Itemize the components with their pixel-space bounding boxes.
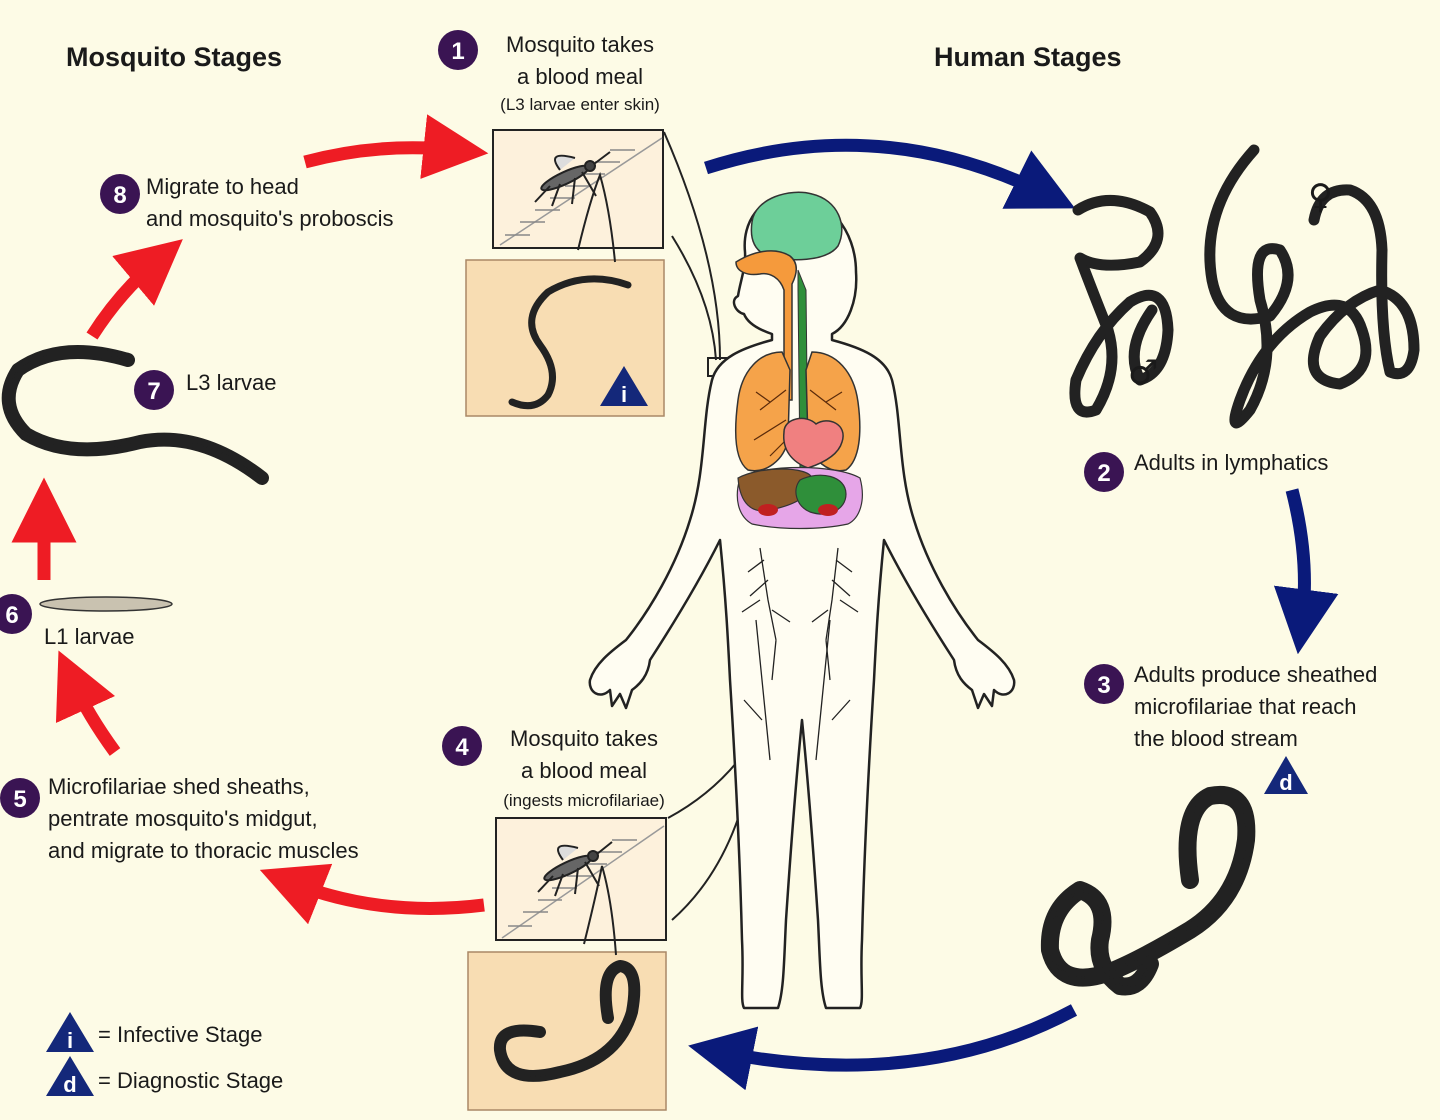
step-3-line-3: the blood stream <box>1134 726 1298 751</box>
step-1-number: 1 <box>451 38 464 65</box>
step-6-marker: 6 <box>0 594 32 634</box>
step-4-number: 4 <box>455 734 469 761</box>
step-1-label: Mosquito takes a blood meal (L3 larvae e… <box>500 32 660 114</box>
step-2-label: Adults in lymphatics <box>1134 450 1328 475</box>
mosquito-stages-header: Mosquito Stages <box>66 42 282 72</box>
brain-organ <box>750 191 843 261</box>
arrow-3-to-4 <box>688 1004 1078 1091</box>
human-body-figure <box>588 191 1016 1010</box>
step-2-number: 2 <box>1097 460 1110 487</box>
step-8-marker: 8 <box>100 174 140 214</box>
step-1-note: (L3 larvae enter skin) <box>500 95 660 114</box>
left-lung <box>734 351 791 472</box>
arrow-2-to-3 <box>1273 488 1339 655</box>
infective-stage-marker: i <box>600 366 648 407</box>
kidney-right <box>818 504 838 516</box>
lymphatic-vessels <box>741 547 859 761</box>
legend-diagnostic-letter: d <box>63 1072 76 1097</box>
step-5-label: Microfilariae shed sheaths, pentrate mos… <box>48 774 359 863</box>
legend: i = Infective Stage d = Diagnostic Stage <box>46 1012 283 1097</box>
step-4-label: Mosquito takes a blood meal (ingests mic… <box>503 726 665 810</box>
step-5-line-2: pentrate mosquito's midgut, <box>48 806 318 831</box>
step-4-line-2: a blood meal <box>521 758 647 783</box>
step-8-number: 8 <box>113 182 126 209</box>
step-3-label: Adults produce sheathed microfilariae th… <box>1134 662 1377 751</box>
step-8-label: Migrate to head and mosquito's proboscis <box>146 174 394 231</box>
l1-larva-drawing <box>39 596 173 612</box>
legend-diagnostic: d = Diagnostic Stage <box>46 1056 283 1097</box>
step-5-number: 5 <box>13 786 26 813</box>
female-symbol: ♀ <box>1308 177 1333 217</box>
mosquito-cycle-arrows <box>11 114 489 925</box>
heart-organ <box>783 417 844 469</box>
step-2-marker: 2 <box>1084 452 1124 492</box>
step-markers: 1 2 3 4 5 6 7 8 <box>0 30 1124 818</box>
diagnostic-stage-marker: d <box>1264 756 1308 795</box>
step-3-number: 3 <box>1097 672 1110 699</box>
step-4-marker: 4 <box>442 726 482 766</box>
step-5-marker: 5 <box>0 778 40 818</box>
step-3-line-2: microfilariae that reach <box>1134 694 1357 719</box>
step-5-line-3: and migrate to thoracic muscles <box>48 838 359 863</box>
mosquito-bite-inset-bottom <box>495 817 667 941</box>
mosquito-bite-inset-top <box>492 129 664 249</box>
legend-diagnostic-text: = Diagnostic Stage <box>98 1068 283 1093</box>
infective-marker-letter: i <box>621 382 627 407</box>
step-1-line-2: a blood meal <box>517 64 643 89</box>
male-symbol: ♂ <box>1128 353 1158 393</box>
legend-infective-letter: i <box>67 1028 73 1053</box>
sheathed-microfilaria <box>1040 785 1256 996</box>
step-1-line-1: Mosquito takes <box>506 32 654 57</box>
legend-infective-text: = Infective Stage <box>98 1022 263 1047</box>
body-outline <box>588 194 1016 1010</box>
step-7-label: L3 larvae <box>186 370 277 395</box>
step-4-note: (ingests microfilariae) <box>503 791 665 810</box>
arrow-4-to-5 <box>259 863 485 925</box>
microfilaria-inset <box>467 951 667 1111</box>
arrow-8-to-1 <box>303 114 489 179</box>
diagnostic-marker-letter: d <box>1279 770 1292 795</box>
step-8-line-2: and mosquito's proboscis <box>146 206 394 231</box>
step-1-marker: 1 <box>438 30 478 70</box>
kidney-left <box>758 504 778 516</box>
step-8-line-1: Migrate to head <box>146 174 299 199</box>
step-4-line-1: Mosquito takes <box>510 726 658 751</box>
step-6-number: 6 <box>5 602 18 629</box>
legend-infective: i = Infective Stage <box>46 1012 263 1053</box>
adult-worms: ♂ ♀ <box>1069 144 1420 429</box>
step-5-line-1: Microfilariae shed sheaths, <box>48 774 310 799</box>
human-cycle-arrows <box>688 138 1339 1091</box>
arrow-1-to-2 <box>704 138 1076 209</box>
step-7-marker: 7 <box>134 370 174 410</box>
arrow-7-to-8 <box>86 239 183 340</box>
l3-larva-drawing <box>1 345 269 485</box>
step-3-marker: 3 <box>1084 664 1124 704</box>
arrow-5-to-6 <box>55 650 121 756</box>
step-7-number: 7 <box>147 378 160 405</box>
human-stages-header: Human Stages <box>934 42 1122 72</box>
step-3-line-1: Adults produce sheathed <box>1134 662 1377 687</box>
step-6-label: L1 larvae <box>44 624 135 649</box>
